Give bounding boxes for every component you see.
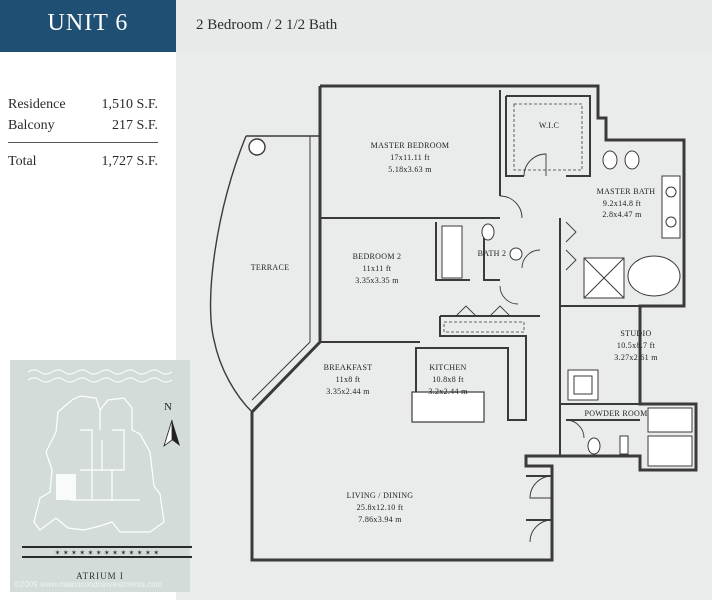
room-labels: MASTER BEDROOM 17x11.11 ft 5.18x3.63 m W… [251, 121, 658, 524]
key-map-building [33, 395, 165, 533]
terrace-name: TERRACE [251, 263, 290, 272]
area-row-total: Total 1,727 S.F. [8, 151, 158, 172]
studio-dim-ft: 10.5x8.7 ft [617, 341, 656, 350]
key-map-palm-row: ✶ ✶ ✶ ✶ ✶ ✶ ✶ ✶ ✶ ✶ ✶ ✶ ✶ [22, 546, 192, 558]
unit-title-bar: UNIT 6 [0, 0, 176, 52]
powder-room-name: POWDER ROOM [584, 409, 647, 418]
bedroom2-dim-ft: 11x11 ft [363, 264, 392, 273]
svg-text:✶ ✶ ✶ ✶ ✶ ✶ ✶ ✶ ✶ ✶ ✶ ✶ ✶: ✶ ✶ ✶ ✶ ✶ ✶ ✶ ✶ ✶ ✶ ✶ ✶ ✶ [55, 549, 160, 557]
area-row-balcony: Balcony 217 S.F. [8, 115, 158, 136]
area-value: 1,510 S.F. [101, 97, 158, 112]
studio-dim-m: 3.27x2.61 m [614, 353, 658, 362]
master-bedroom-dim-ft: 17x11.11 ft [390, 153, 430, 162]
wic-name: W.I.C [539, 121, 559, 130]
area-label: Total [8, 154, 37, 169]
bedroom2-name: BEDROOM 2 [353, 252, 402, 261]
bath2-fixtures [441, 223, 523, 279]
watermark: ©2009 www.miamicondoinvestments.com [14, 580, 163, 589]
living-dining-name: LIVING / DINING [347, 491, 414, 500]
area-value: 1,727 S.F. [101, 154, 158, 169]
area-row-residence: Residence 1,510 S.F. [8, 94, 158, 115]
north-arrow-icon [163, 419, 180, 448]
key-map: ATRIUM I [10, 360, 190, 592]
master-bath-dim-m: 2.8x4.47 m [602, 210, 642, 219]
unit-subtitle: 2 Bedroom / 2 1/2 Bath [196, 17, 338, 33]
bath2-name: BATH 2 [478, 249, 507, 258]
kitchen-dim-m: 3.2x2.44 m [428, 387, 468, 396]
key-map-label: ATRIUM I [76, 571, 124, 581]
key-map-unit-highlight [56, 474, 76, 500]
master-bath-name: MASTER BATH [597, 187, 656, 196]
master-bath-dim-ft: 9.2x14.8 ft [603, 199, 642, 208]
north-label: N [164, 401, 172, 413]
door-swings [455, 153, 585, 543]
area-table: Residence 1,510 S.F. Balcony 217 S.F. To… [8, 94, 158, 172]
living-dining-dim-ft: 25.8x12.10 ft [357, 503, 404, 512]
master-bedroom-dim-m: 5.18x3.63 m [388, 165, 432, 174]
master-bath-fixtures [583, 150, 681, 299]
living-dining-dim-m: 7.86x3.94 m [358, 515, 402, 524]
kitchen-island [411, 391, 485, 423]
bedroom2-dim-m: 3.35x3.35 m [355, 276, 399, 285]
breakfast-dim-ft: 11x8 ft [336, 375, 361, 384]
breakfast-name: BREAKFAST [324, 363, 373, 372]
kitchen-name: KITCHEN [429, 363, 466, 372]
studio-name: STUDIO [620, 329, 651, 338]
key-map-water-pattern [27, 369, 173, 383]
subtitle-bar: 2 Bedroom / 2 1/2 Bath [176, 0, 712, 52]
kitchen-dim-ft: 10.8x8 ft [432, 375, 464, 384]
area-value: 217 S.F. [112, 118, 158, 133]
master-bedroom-name: MASTER BEDROOM [371, 141, 450, 150]
closet-lines [443, 103, 583, 333]
breakfast-dim-m: 3.35x2.44 m [326, 387, 370, 396]
area-label: Balcony [8, 118, 55, 133]
unit-title: UNIT 6 [47, 10, 129, 36]
area-label: Residence [8, 97, 66, 112]
studio-fixtures [567, 369, 693, 467]
area-divider [8, 142, 158, 143]
terrace-outline [209, 135, 320, 413]
